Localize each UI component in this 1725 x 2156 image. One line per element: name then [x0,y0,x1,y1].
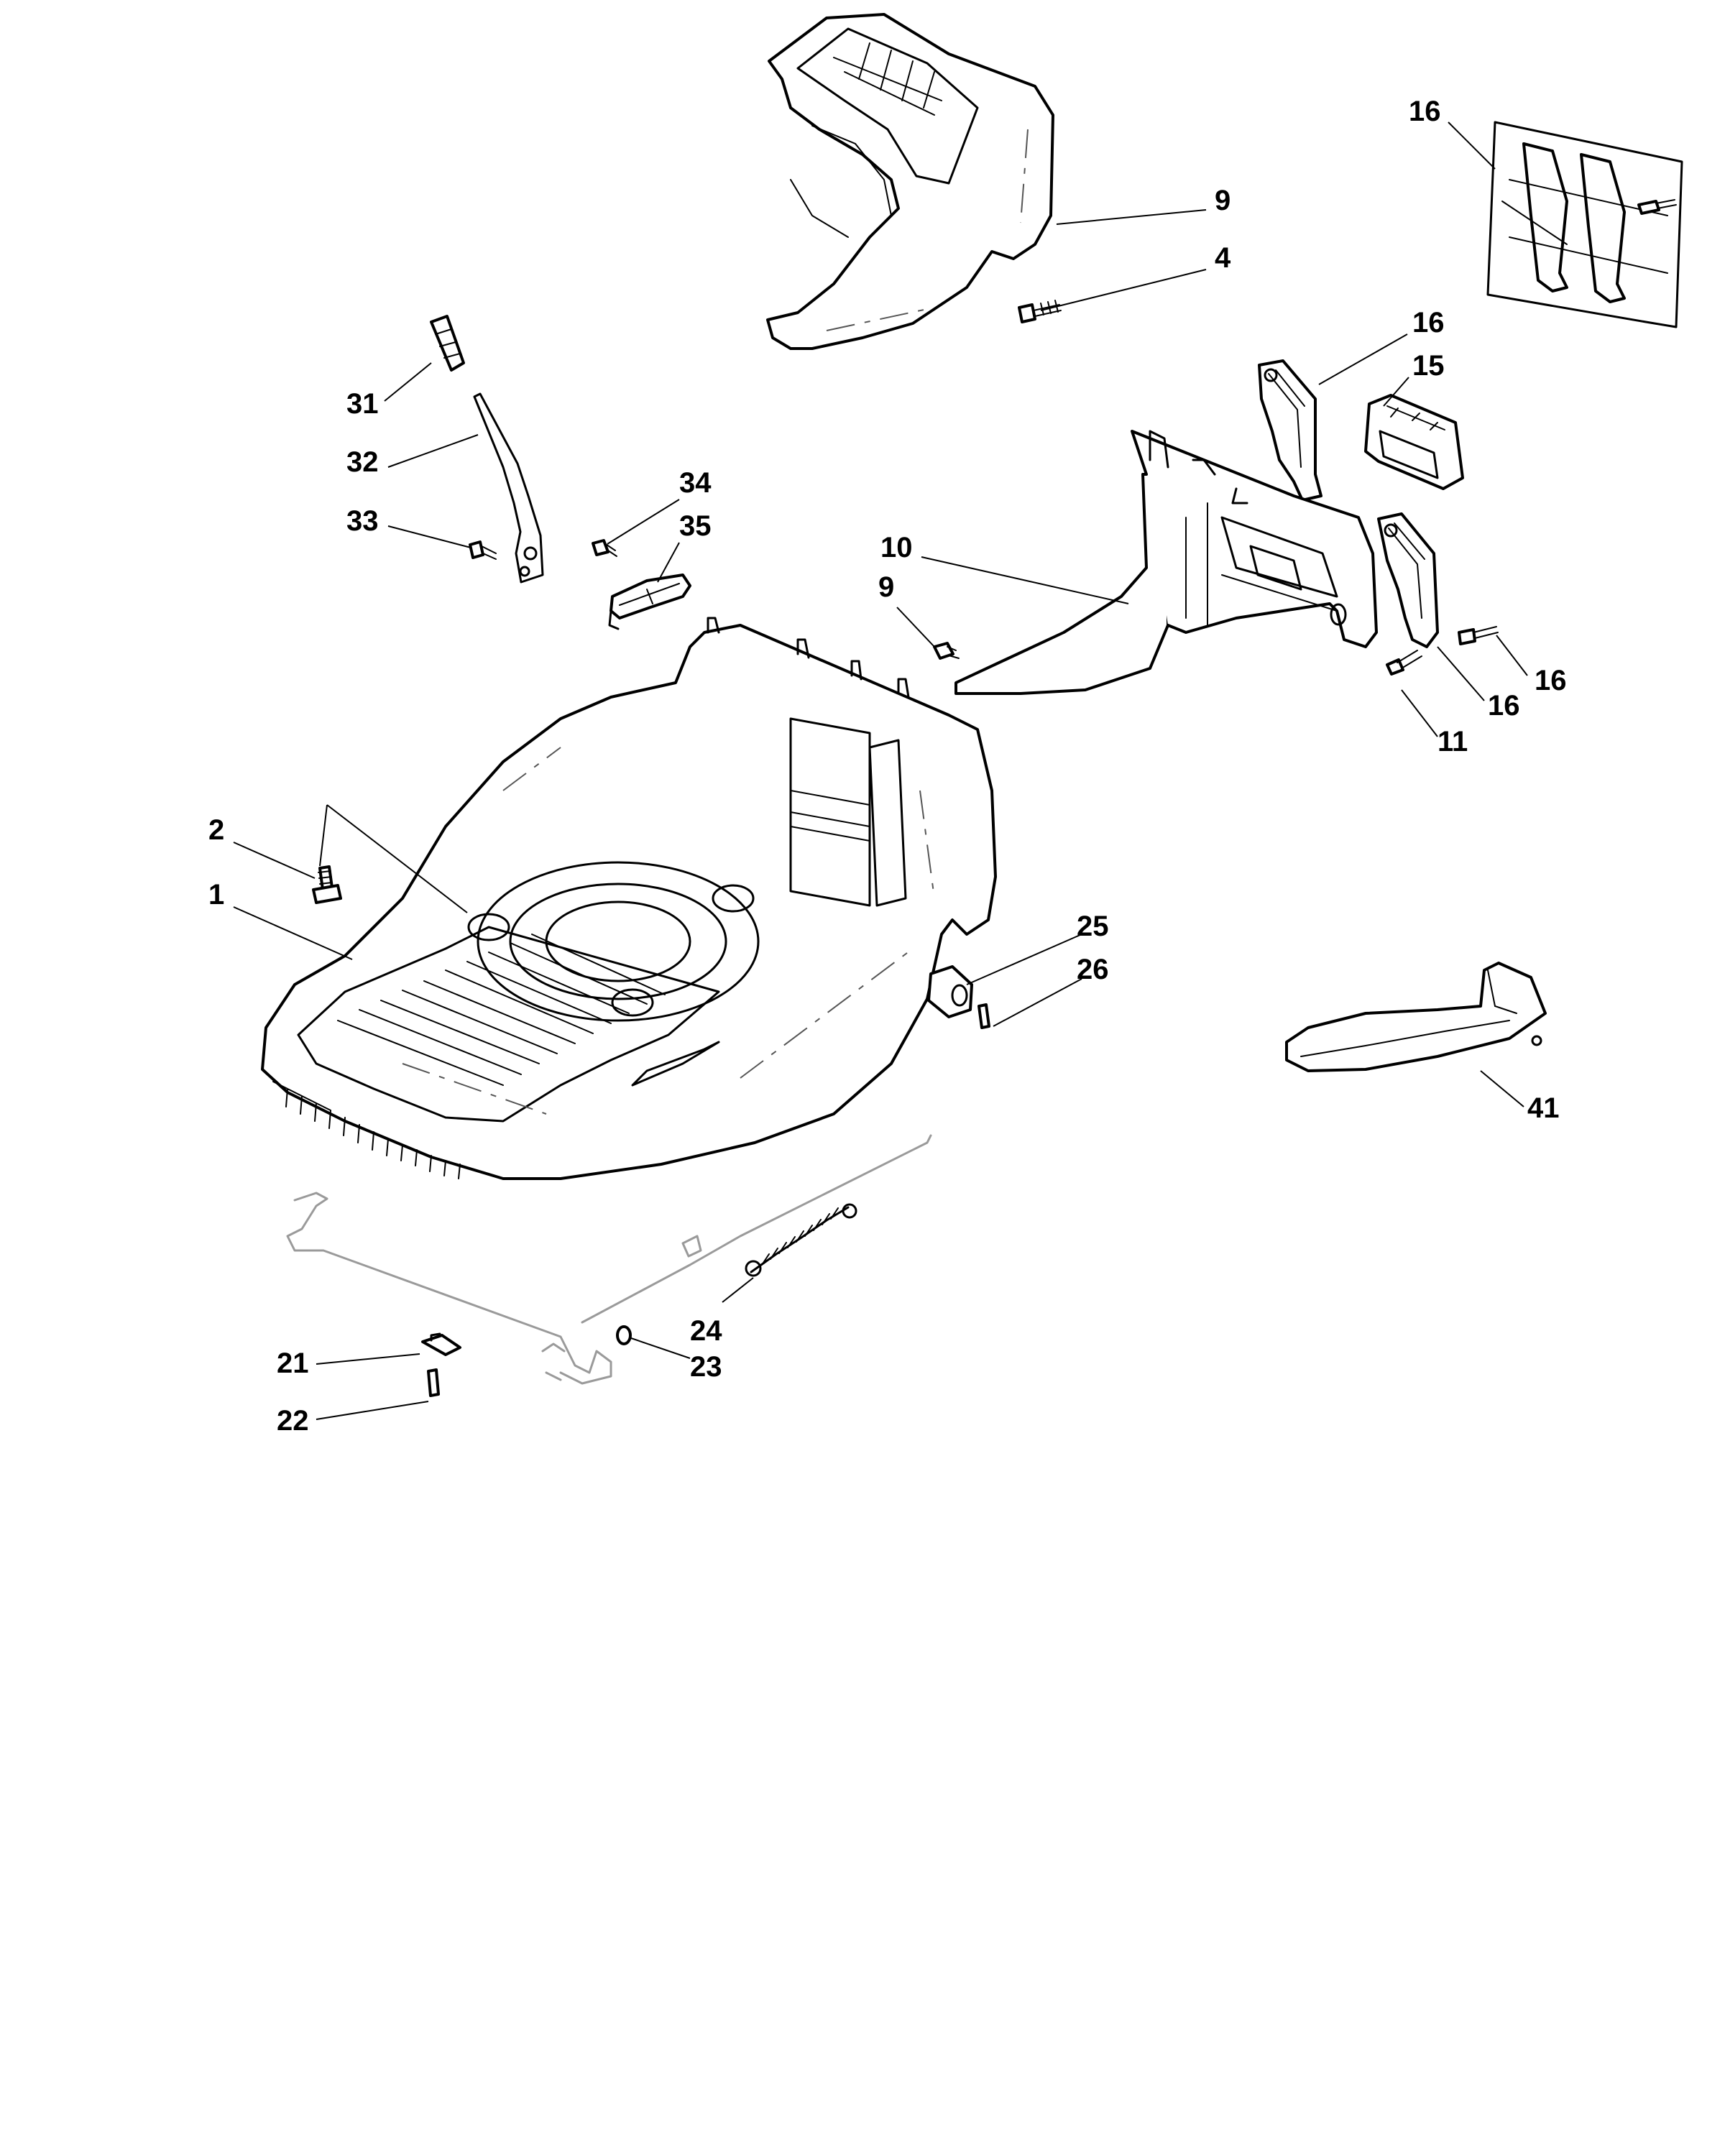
part-hinge-16-right [1377,512,1439,648]
part-screw-2 [312,865,342,904]
part-screw-4 [1018,300,1062,323]
callout-labels: 9 4 16 16 15 16 16 11 10 9 31 32 33 34 3… [208,96,1567,1437]
part-screw-22 [427,1368,440,1397]
part-screw-11 [1386,650,1422,676]
leader-lines [233,121,1528,1420]
part-grip-31 [430,315,465,372]
callout-24: 24 [690,1315,722,1347]
callout-3: 9 [1215,185,1230,216]
part-deflector-10 [954,430,1378,695]
callout-16-hinge-left: 16 [1412,307,1445,338]
part-lever-32 [473,392,544,584]
callout-1: 1 [208,879,224,911]
part-clip-25 [927,965,973,1018]
callout-16-top: 16 [1409,96,1441,127]
callout-32: 32 [346,446,379,478]
part-plate-21 [421,1332,461,1356]
callout-41: 41 [1527,1092,1560,1124]
callout-26: 26 [1077,954,1109,985]
callout-25: 25 [1077,911,1109,942]
part-washer-23 [616,1325,632,1345]
callout-16-screw: 16 [1535,665,1567,696]
part-screw-34 [592,539,617,557]
callout-21: 21 [277,1348,309,1379]
part-screw-26 [978,1003,990,1029]
part-block-15 [1364,394,1464,490]
callout-15: 15 [1412,350,1445,382]
part-hinge-16-left [1258,359,1322,502]
callout-31: 31 [346,388,379,420]
callout-23: 23 [690,1351,722,1383]
part-screw-33 [469,540,497,560]
callout-9: 9 [878,571,894,603]
callout-33: 33 [346,505,379,537]
callout-4: 4 [1215,242,1231,274]
part-spring-24 [745,1203,857,1277]
part-screw-16 [1458,626,1499,645]
callout-2: 2 [208,814,224,846]
part-hinge-bag-16 [1486,121,1683,328]
callout-34: 34 [679,467,712,499]
part-linkage-rod [286,1134,932,1385]
part-bracket-35 [608,573,691,630]
callout-10: 10 [880,532,913,563]
callout-35: 35 [679,510,712,542]
part-handle-41 [1285,962,1547,1072]
part-rear-cover [766,13,1054,350]
callout-16-hinge-right: 16 [1488,690,1520,722]
part-deck-1 [261,617,997,1180]
callout-11: 11 [1438,726,1468,757]
callout-22: 22 [277,1405,309,1437]
part-nut-9 [933,642,960,660]
